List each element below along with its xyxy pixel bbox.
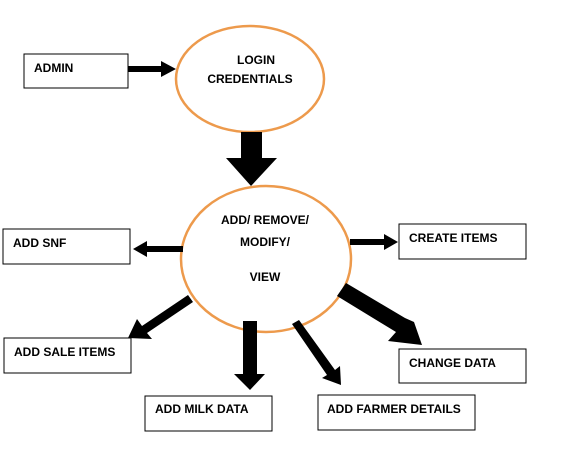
arrow-center-to-add-milk-data bbox=[234, 321, 265, 390]
arrow-admin-to-login bbox=[128, 61, 176, 77]
create-items-box bbox=[398, 223, 527, 260]
add-snf-label: ADD SNF bbox=[13, 236, 66, 250]
admin-box bbox=[23, 53, 129, 89]
create-items-label: CREATE ITEMS bbox=[409, 231, 497, 245]
arrow-center-to-change-data bbox=[337, 283, 422, 345]
arrow-center-to-add-sale-items bbox=[128, 295, 193, 339]
admin-node: ADMIN bbox=[23, 53, 129, 89]
arrow-center-to-add-farmer-details bbox=[292, 320, 341, 385]
center-label-line1: ADD/ REMOVE/ bbox=[221, 213, 310, 227]
add-snf-node: ADD SNF bbox=[2, 228, 131, 265]
arrow-center-to-create-items bbox=[350, 234, 398, 250]
add-snf-box bbox=[2, 228, 131, 265]
change-data-box bbox=[398, 348, 527, 384]
arrow-login-to-center bbox=[226, 132, 277, 186]
add-milk-data-node: ADD MILK DATA bbox=[144, 395, 273, 432]
add-sale-items-node: ADD SALE ITEMS bbox=[3, 337, 132, 374]
add-farmer-details-box bbox=[317, 394, 476, 431]
add-milk-data-box bbox=[144, 395, 273, 432]
create-items-node: CREATE ITEMS bbox=[398, 223, 527, 260]
change-data-node: CHANGE DATA bbox=[398, 348, 527, 384]
login-label-line2: CREDENTIALS bbox=[207, 72, 292, 86]
change-data-label: CHANGE DATA bbox=[409, 356, 496, 370]
login-credentials-node: LOGIN CREDENTIALS bbox=[174, 24, 326, 134]
center-label-line3: VIEW bbox=[250, 270, 281, 284]
center-label-line2: MODIFY/ bbox=[240, 235, 291, 249]
admin-label: ADMIN bbox=[34, 61, 73, 75]
login-label-line1: LOGIN bbox=[237, 53, 275, 67]
add-farmer-details-node: ADD FARMER DETAILS bbox=[317, 394, 476, 431]
add-sale-items-box bbox=[3, 337, 132, 374]
add-sale-items-label: ADD SALE ITEMS bbox=[14, 345, 115, 359]
add-farmer-details-label: ADD FARMER DETAILS bbox=[327, 402, 461, 416]
center-ellipse bbox=[179, 184, 353, 334]
arrow-center-to-add-snf bbox=[133, 241, 183, 257]
add-milk-data-label: ADD MILK DATA bbox=[155, 402, 249, 416]
center-actions-node: ADD/ REMOVE/ MODIFY/ VIEW bbox=[179, 184, 353, 334]
